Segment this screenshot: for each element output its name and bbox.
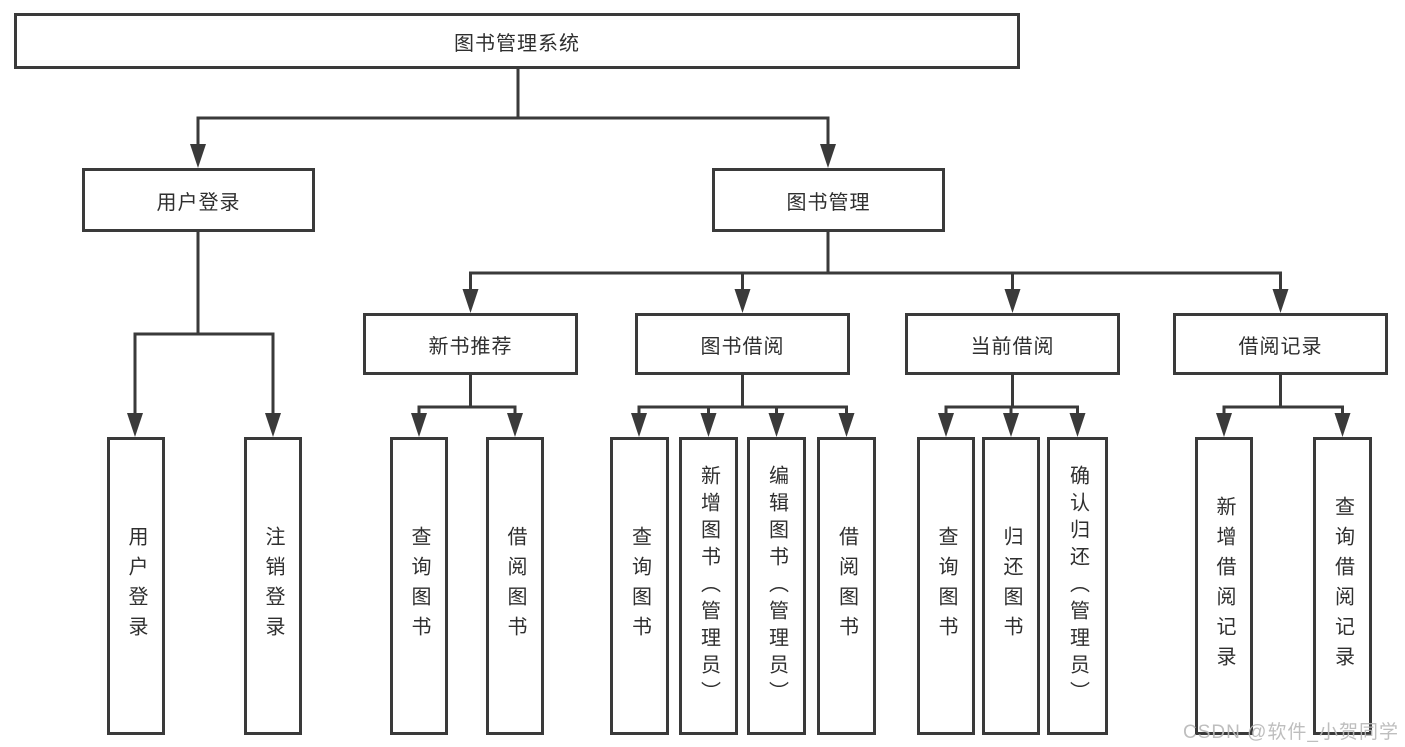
- node-label: 归还图书: [1000, 526, 1022, 646]
- node-label: 借阅记录: [1238, 335, 1323, 358]
- node-label: 新增借阅记录: [1213, 496, 1235, 676]
- node-label: 图书管理系统: [454, 32, 580, 55]
- node-book-management: 图书管理: [712, 168, 945, 232]
- node-label: 查询图书: [935, 526, 957, 646]
- node-user-login: 用户登录: [82, 168, 315, 232]
- node-label: 用户登录: [125, 526, 147, 646]
- leaf-edit-book-admin: 编辑图书（管理员）: [747, 437, 806, 735]
- node-label: 借阅图书: [504, 526, 526, 646]
- node-label: 编辑图书（管理员）: [765, 464, 788, 708]
- node-label: 图书管理: [786, 191, 871, 214]
- leaf-query-borrow-record: 查询借阅记录: [1313, 437, 1372, 735]
- leaf-confirm-return-admin: 确认归还（管理员）: [1047, 437, 1108, 735]
- node-book-borrow: 图书借阅: [635, 313, 850, 375]
- node-label: 查询图书: [408, 526, 430, 646]
- node-label: 查询图书: [628, 526, 651, 646]
- leaf-return-book: 归还图书: [982, 437, 1040, 735]
- watermark: CSDN @软件_小贺同学: [1183, 722, 1399, 743]
- node-label: 当前借阅: [970, 335, 1055, 358]
- leaf-borrow-books-2: 借阅图书: [817, 437, 876, 735]
- arrowheads: [127, 144, 1351, 437]
- node-label: 注销登录: [262, 526, 284, 646]
- node-current-borrow: 当前借阅: [905, 313, 1120, 375]
- node-label: 图书借阅: [700, 335, 785, 358]
- leaf-query-books-1: 查询图书: [390, 437, 448, 735]
- leaf-add-book-admin: 新增图书（管理员）: [679, 437, 738, 735]
- leaf-user-login: 用户登录: [107, 437, 165, 735]
- node-label: 用户登录: [156, 191, 241, 214]
- leaf-logout: 注销登录: [244, 437, 302, 735]
- node-new-book-recommend: 新书推荐: [363, 313, 578, 375]
- leaf-query-books-2: 查询图书: [610, 437, 669, 735]
- leaf-query-books-3: 查询图书: [917, 437, 975, 735]
- leaf-add-borrow-record: 新增借阅记录: [1195, 437, 1253, 735]
- node-label: 借阅图书: [835, 526, 858, 646]
- node-label: 新书推荐: [428, 335, 513, 358]
- leaf-borrow-books-1: 借阅图书: [486, 437, 544, 735]
- node-label: 新增图书（管理员）: [697, 464, 720, 708]
- node-label: 确认归还（管理员）: [1066, 464, 1089, 708]
- node-label: 查询借阅记录: [1331, 496, 1354, 676]
- node-borrow-records: 借阅记录: [1173, 313, 1388, 375]
- node-library-management-system: 图书管理系统: [14, 13, 1020, 69]
